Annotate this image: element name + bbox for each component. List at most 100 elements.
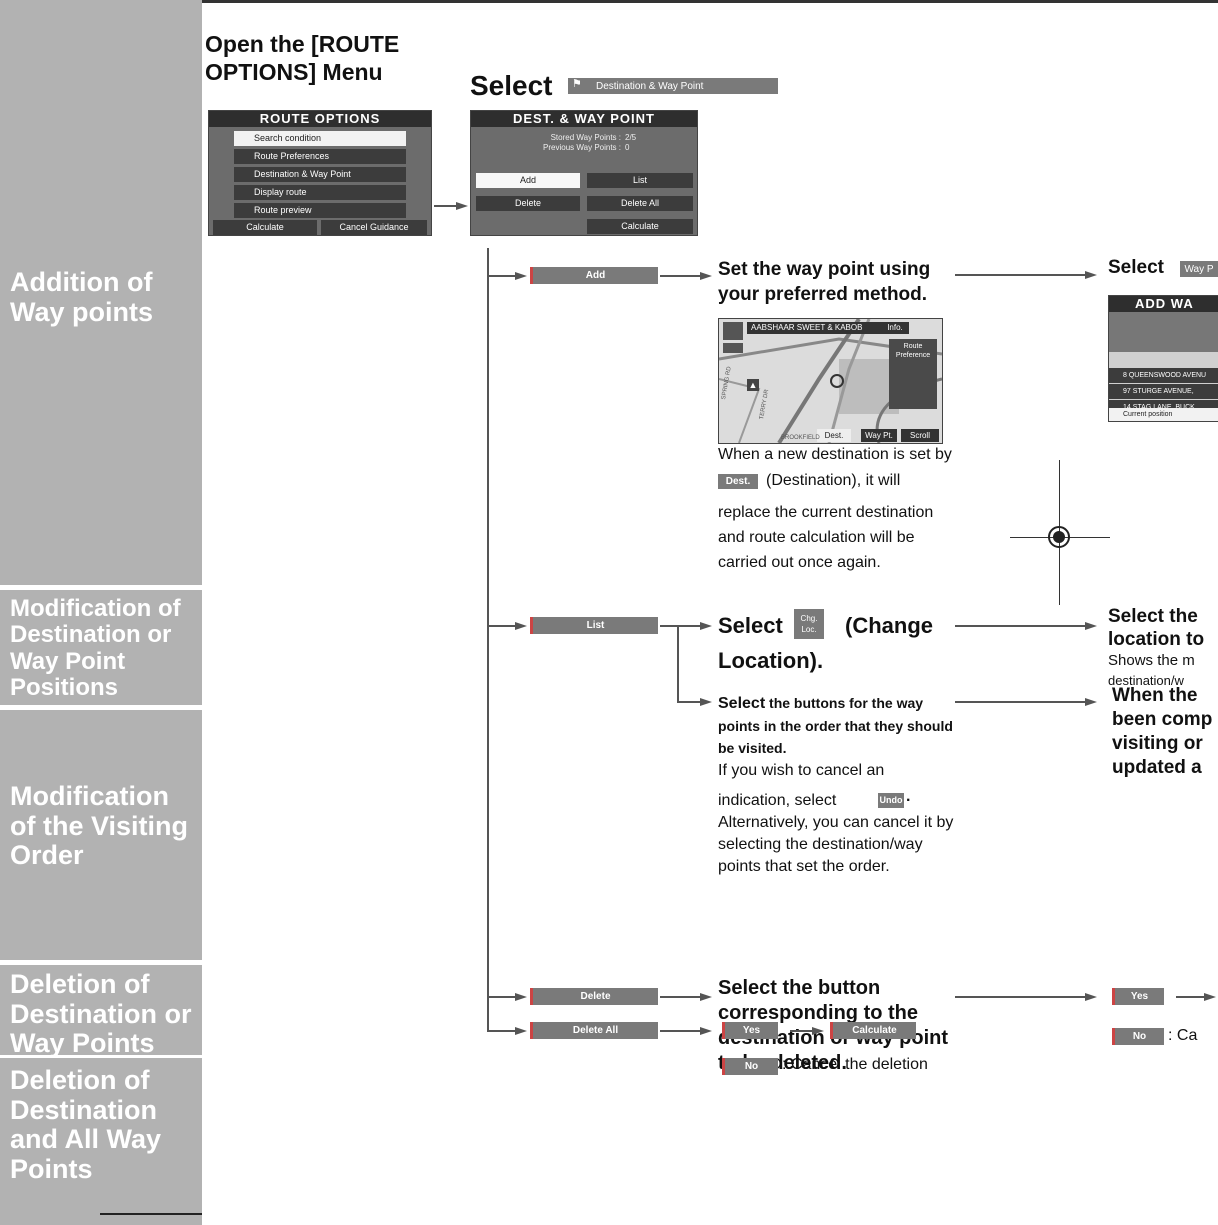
- map-waypt-button[interactable]: Way Pt.: [861, 429, 897, 442]
- dest-waypoint-title: DEST. & WAY POINT: [471, 111, 697, 127]
- sidebar-block-modify-position: [0, 590, 202, 705]
- arrow-icon: [515, 993, 527, 1001]
- order-right-line: visiting or: [1112, 733, 1203, 754]
- top-rule: [0, 0, 1218, 3]
- map-info-button[interactable]: Info.: [881, 322, 909, 334]
- menu-search-condition[interactable]: Search condition: [234, 131, 406, 146]
- previous-value: 0: [625, 143, 630, 152]
- dest-waypoint-header-button[interactable]: Destination & Way Point: [568, 78, 778, 94]
- list-change-text: (Change: [845, 613, 933, 638]
- arrow-icon: [700, 698, 712, 706]
- scale-icon[interactable]: [723, 343, 743, 353]
- arrow-icon: [515, 1027, 527, 1035]
- change-location-button[interactable]: Chg. Loc.: [794, 609, 824, 639]
- list-sub-branch-line: [677, 701, 700, 703]
- connector-line: [660, 275, 700, 277]
- sidebar-label-delete-all: Deletion of Destination and All Way Poin…: [10, 1065, 162, 1185]
- stored-value: 2/5: [625, 133, 637, 142]
- order-right-line: When the: [1112, 685, 1198, 706]
- dest-list-button[interactable]: List: [587, 173, 693, 188]
- dest-waypoint-screen: DEST. & WAY POINT Stored Way Points : 2/…: [470, 110, 698, 236]
- undo-button[interactable]: Undo: [878, 793, 904, 808]
- menu-destination-waypoint[interactable]: Destination & Way Point: [234, 167, 406, 182]
- way-point-button[interactable]: Way P: [1180, 261, 1218, 277]
- add-way-row[interactable]: 97 STURGE AVENUE,: [1109, 384, 1218, 399]
- dest-add-button[interactable]: Add: [476, 173, 580, 188]
- route-preference-label: Route Preference: [895, 343, 931, 359]
- connector-line: [955, 625, 1085, 627]
- dest-delete-all-button[interactable]: Delete All: [587, 196, 693, 211]
- route-preference-panel[interactable]: Route Preference: [889, 339, 937, 409]
- route-options-title: ROUTE OPTIONS: [209, 111, 431, 127]
- order-line1: If you wish to cancel an: [718, 762, 885, 779]
- branch-delete-all-button[interactable]: Delete All: [530, 1022, 658, 1039]
- current-position-row[interactable]: Current position: [1109, 408, 1218, 421]
- menu-route-preview[interactable]: Route preview: [234, 203, 406, 218]
- branch-line-add: [487, 275, 515, 277]
- arrow-icon: [515, 272, 527, 280]
- connector-line: [955, 996, 1085, 998]
- delete-all-no-button[interactable]: No: [722, 1058, 778, 1075]
- arrow-icon: [700, 622, 712, 630]
- delete-all-cancel-text: : Cancel the deletion: [782, 1056, 928, 1073]
- arrow-icon: [1085, 698, 1097, 706]
- add-way-header-area: [1109, 312, 1218, 352]
- sidebar-label-modify-order: Modification of the Visiting Order: [10, 781, 189, 871]
- list-location-text: Location).: [718, 648, 824, 673]
- sidebar-block-modify-order: [0, 710, 202, 960]
- connector-line: [955, 274, 1085, 276]
- bottom-rule: [100, 1213, 202, 1215]
- add-note-rest: replace the current destination and rout…: [718, 504, 934, 571]
- add-heading: Set the way point using your preferred m…: [718, 259, 931, 305]
- arrow-icon: [700, 993, 712, 1001]
- connector-line: [1176, 996, 1204, 998]
- cancel-guidance-button[interactable]: Cancel Guidance: [321, 220, 427, 235]
- branch-line-delete: [487, 996, 515, 998]
- order-select-word: Select: [718, 695, 766, 712]
- connector-line: [660, 1030, 700, 1032]
- order-rest: Alternatively, you can cancel it by sele…: [718, 814, 954, 875]
- map-screen: AABSHAAR SWEET & KABOB Info. Route Prefe…: [718, 318, 943, 444]
- map-street-label: BROOKFIELD: [781, 435, 820, 441]
- delete-all-yes-button[interactable]: Yes: [722, 1022, 778, 1039]
- dest-button[interactable]: Dest.: [718, 474, 758, 489]
- menu-display-route[interactable]: Display route: [234, 185, 406, 200]
- branch-line-list: [487, 625, 515, 627]
- compass-icon[interactable]: [723, 322, 743, 340]
- delete-no-button[interactable]: No: [1112, 1028, 1164, 1045]
- add-way-row[interactable]: 8 QUEENSWOOD AVENU: [1109, 368, 1218, 383]
- add-note-line2: (Destination), it will: [766, 472, 901, 489]
- menu-route-preferences[interactable]: Route Preferences: [234, 149, 406, 164]
- map-dest-button[interactable]: Dest.: [817, 429, 851, 442]
- order-period: .: [906, 788, 911, 805]
- delete-yes-button[interactable]: Yes: [1112, 988, 1164, 1005]
- branch-list-button[interactable]: List: [530, 617, 658, 634]
- add-right-select: Select: [1108, 257, 1164, 278]
- arrow-icon: [456, 202, 468, 210]
- delete-all-calculate-button[interactable]: Calculate: [830, 1022, 916, 1039]
- list-right-sub1: Shows the m: [1108, 652, 1195, 669]
- list-right-heading2: location to: [1108, 629, 1205, 650]
- sidebar-block-delete-one: [0, 965, 202, 1055]
- dest-calculate-button[interactable]: Calculate: [587, 219, 693, 234]
- sidebar-label-modify-position: Modification of Destination or Way Point…: [10, 595, 181, 702]
- dest-delete-button[interactable]: Delete: [476, 196, 580, 211]
- arrow-icon: [812, 1027, 824, 1035]
- registration-mark-icon: [1048, 526, 1070, 548]
- route-options-screen: ROUTE OPTIONS Search condition Route Pre…: [208, 110, 432, 236]
- branch-delete-button[interactable]: Delete: [530, 988, 658, 1005]
- add-way-title: ADD WA: [1109, 296, 1218, 312]
- registration-dot-icon: [1053, 531, 1065, 543]
- route-options-calculate-button[interactable]: Calculate: [213, 220, 317, 235]
- open-menu-heading: Open the [ROUTE OPTIONS] Menu: [205, 31, 400, 85]
- order-right-line: updated a: [1112, 757, 1202, 778]
- flag-icon: ⚑: [572, 78, 582, 90]
- sidebar-label-delete-one: Deletion of Destination or Way Points: [10, 969, 192, 1059]
- list-right-sub2: destination/w: [1108, 673, 1184, 688]
- arrow-icon: [1085, 271, 1097, 279]
- map-scroll-button[interactable]: Scroll: [901, 429, 939, 442]
- branch-add-button[interactable]: Add: [530, 267, 658, 284]
- add-way-screen: ADD WA 8 QUEENSWOOD AVENU 97 STURGE AVEN…: [1108, 295, 1218, 422]
- branch-line-delete-all: [487, 1030, 515, 1032]
- sidebar-label-addition: Addition of Way points: [10, 267, 154, 327]
